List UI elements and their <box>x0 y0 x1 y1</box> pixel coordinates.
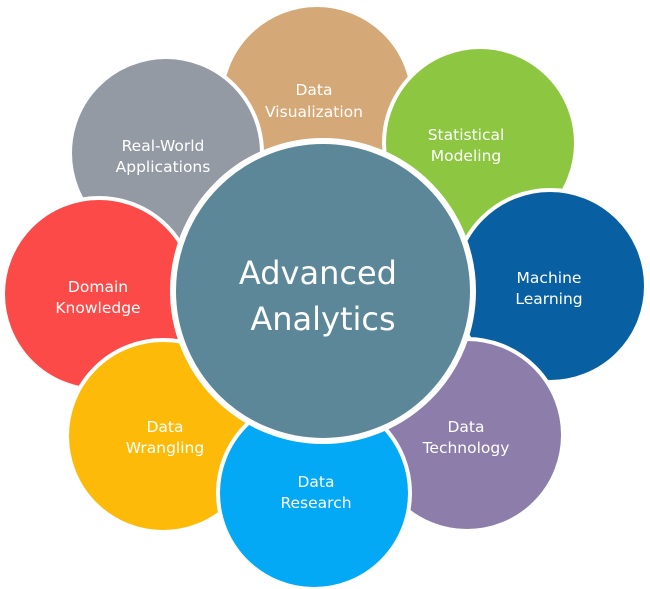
petal-label-line: Data <box>297 473 334 491</box>
petal-label-line: Technology <box>422 439 510 457</box>
center-circle <box>170 138 476 444</box>
center-title-line-2: Analytics <box>250 300 395 338</box>
petal-label-line: Modeling <box>431 147 502 165</box>
petal-label-line: Learning <box>515 290 582 308</box>
petal-label-line: Wrangling <box>126 439 204 457</box>
petal-label-line: Applications <box>116 158 211 176</box>
petal-label-line: Data <box>146 418 183 436</box>
center-title-line-1: Advanced <box>239 254 397 292</box>
petal-label-line: Real-World <box>122 137 205 155</box>
petal-label-line: Research <box>280 494 351 512</box>
petal-label-line: Statistical <box>428 126 505 144</box>
petal-label-line: Domain <box>68 278 128 296</box>
petal-label-line: Visualization <box>265 103 363 121</box>
petal-label-line: Knowledge <box>55 299 140 317</box>
center-node: Advanced Analytics <box>170 138 476 444</box>
petal-label-line: Machine <box>517 269 582 287</box>
petal-label-line: Data <box>295 81 332 99</box>
center-title: Advanced Analytics <box>239 254 407 338</box>
petal-label-line: Data <box>447 418 484 436</box>
